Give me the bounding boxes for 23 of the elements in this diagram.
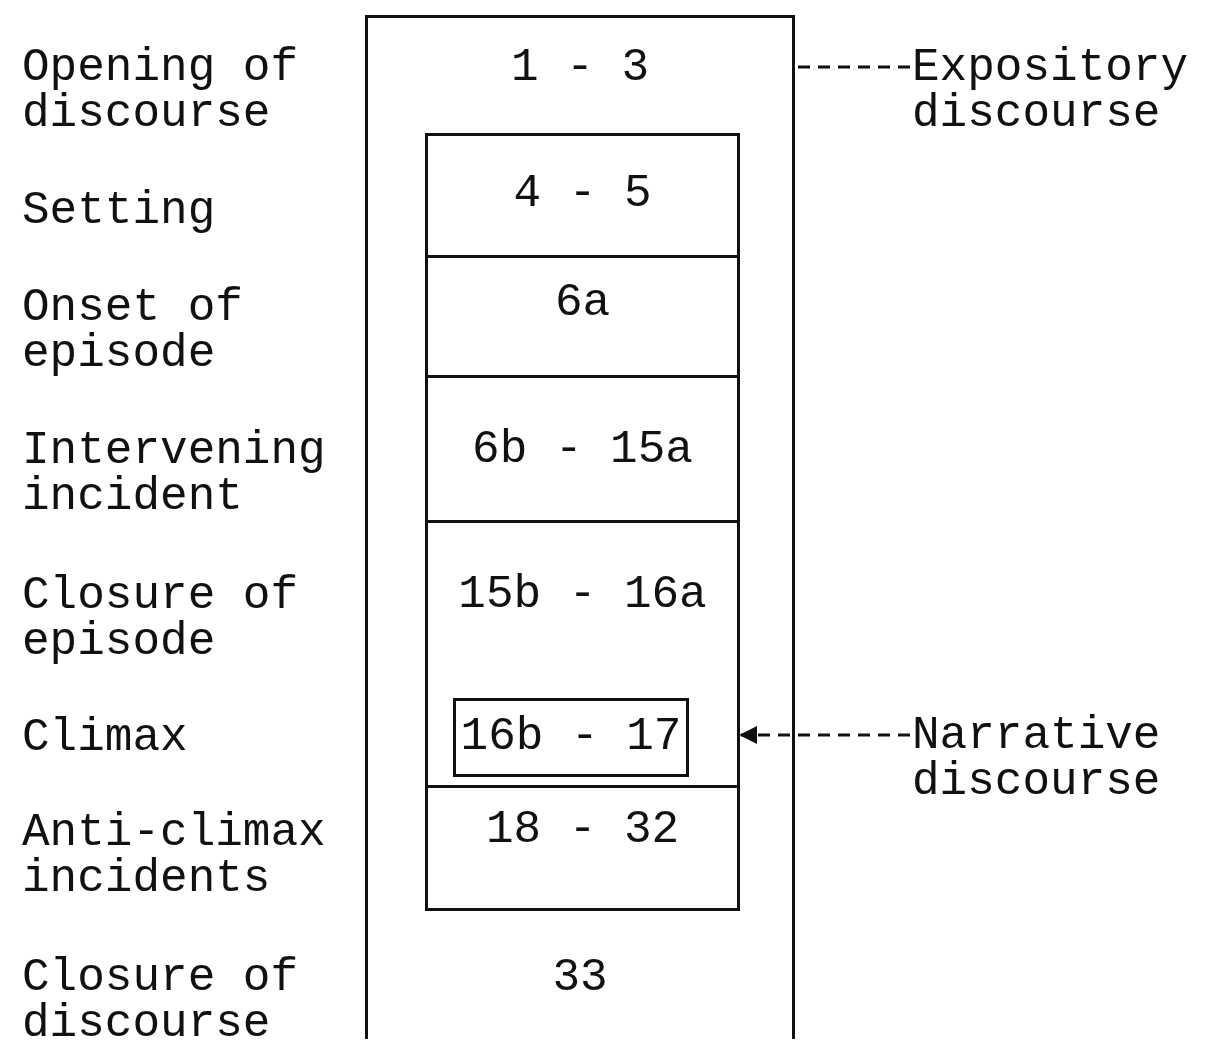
- sentence-range: 15b - 16a: [458, 572, 707, 618]
- dashed-arrow: [739, 726, 910, 744]
- sentence-range: 6a: [554, 280, 611, 326]
- annotation-text: Narrative discourse: [912, 713, 1202, 805]
- section-label: Closure of episode: [22, 573, 300, 665]
- sentence-range: 33: [552, 955, 608, 1001]
- sentence-range: 18 - 32: [485, 807, 680, 853]
- sentence-range: 4 - 5: [513, 171, 652, 217]
- highlight-box: [453, 698, 689, 777]
- sentence-range: 16b - 17: [460, 714, 682, 760]
- leader-line: [796, 65, 910, 69]
- sentence-range: 1 - 3: [511, 45, 649, 91]
- sentence-range: 6b - 15a: [472, 427, 693, 473]
- section-label: Closure of discourse: [22, 955, 300, 1041]
- inner-box: [425, 133, 740, 911]
- section-label: Anti-climax incidents: [22, 810, 327, 902]
- outer-box: [365, 15, 795, 1039]
- section-label: Setting: [22, 188, 217, 234]
- section-label: Climax: [22, 715, 189, 761]
- section-label: Intervening incident: [22, 428, 327, 520]
- annotation-text: Expository discourse: [912, 45, 1202, 137]
- section-label: Onset of episode: [22, 285, 244, 377]
- section-label: Opening of discourse: [22, 45, 300, 137]
